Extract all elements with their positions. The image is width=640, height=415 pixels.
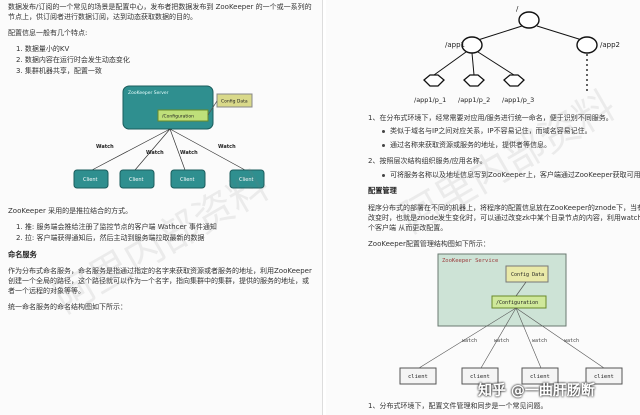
watch-label-2: watch: [494, 338, 509, 344]
config-data-label: Config Data: [221, 99, 248, 105]
config-management-diagram: ZooKeeper Service Config Data /Configura…: [399, 253, 623, 385]
naming-line-4: 统一命名服务的命名结构图如下所示：: [8, 303, 127, 311]
feature-2: 2. 数据内容在运行时会发生动态变化: [16, 56, 130, 64]
zk-service-label: ZooKeeper Service: [442, 258, 498, 264]
configuration-label: /Configuration: [496, 300, 538, 306]
root-node: [518, 11, 540, 29]
p2-label: /app1/p_2: [458, 96, 490, 104]
client-box-2: [119, 169, 155, 189]
config-line-4: ZooKeeper配置管理结构图如下所示：: [368, 240, 490, 248]
config-line-1: 程序分布式的部署在不同的机器上，将程序的配置信息放在ZooKeeper的znod…: [368, 204, 640, 212]
client-label-1: Client: [83, 177, 98, 183]
client-box-2: [461, 367, 499, 385]
right-page: / /app1 /app2 /app1/p_1 /app1/p_2 /app1/…: [326, 0, 640, 415]
zk-service-box: [437, 253, 567, 327]
client-box-4: [585, 367, 623, 385]
left-page: 数据发布/订阅的一个常见的场景是配置中心，发布者把数据发布到 ZooKeeper…: [8, 0, 323, 415]
feature-1: 1. 数据量小的KV: [16, 45, 70, 53]
bullet-icon: [382, 130, 385, 133]
namespace-tree-diagram: / /app1 /app2 /app1/p_1 /app1/p_2 /app1/…: [414, 5, 620, 104]
naming-line-3: 者一个远程的对象等等。: [8, 287, 85, 295]
item-2: 2、按照层次结构组织服务/应用名称。: [368, 157, 487, 165]
app1-node: [461, 36, 483, 54]
app2-label: /app2: [600, 41, 620, 49]
item-1: 1、在分布式环境下，经常需要对应用/服务进行统一命名，便于识别不同服务。: [368, 114, 613, 122]
naming-line-1: 作为分布式命名服务，命名服务是指通过指定的名字来获取资源或者服务的地址，利用Zo…: [8, 267, 312, 275]
app2-node: [576, 36, 598, 54]
config-data-box: [505, 265, 549, 283]
watch-label-1: watch: [462, 338, 477, 344]
client-box-3: [521, 367, 559, 385]
naming-line-2: 创建一个全局的路径，这个路径就可以作为一个名字，指向集群中的集群，提供的服务的地…: [8, 277, 309, 285]
p3-node: [503, 74, 525, 87]
zhihu-logo: 知乎 @一曲肝肠断: [478, 383, 595, 399]
configuration-node: [157, 109, 209, 122]
bullet-icon: [382, 144, 385, 147]
p3-label: /app1/p_3: [502, 96, 534, 104]
client-box-4: [229, 169, 265, 189]
client-box-3: [170, 169, 206, 189]
zookeeper-config-diagram: ZooKeeper Server /Configuration Config D…: [73, 85, 265, 189]
client-box-1: [399, 367, 437, 385]
watch-label-4: watch: [564, 338, 579, 344]
client-label-3: Client: [180, 177, 195, 183]
bullet-icon: [382, 174, 385, 177]
client-label-3: client: [530, 374, 550, 380]
config-line-3: 个客户端 从而更改配置。: [368, 224, 448, 232]
naming-title: 命名服务: [8, 250, 37, 259]
intro-line-2: 节点上，供订阅者进行数据订阅，达到动态获取数据的目的。: [8, 13, 197, 21]
bottom-line: 1、分布式环境下，配置文件管理和同步是一个常见问题。: [368, 402, 548, 410]
p1-node: [423, 74, 445, 87]
app1-label: /app1: [445, 41, 465, 49]
p1-label: /app1/p_1: [414, 96, 446, 104]
watch-label-3: watch: [532, 338, 547, 344]
features-title: 配置信息一般有几个特点:: [8, 29, 88, 37]
model-item-2: 2. 拉: 客户端获得通知后，然后主动到服务端拉取最新的数据: [16, 234, 205, 242]
client-label-4: Client: [239, 177, 254, 183]
watch-label-2: Watch: [146, 150, 164, 156]
config-title: 配置管理: [368, 186, 397, 195]
client-box-1: [73, 169, 109, 189]
bullet-2-1: 可将服务名称以及地址信息写到ZooKeeper上，客户端通过ZooKeeper获…: [390, 171, 640, 179]
watch-label-3: Watch: [180, 150, 198, 156]
feature-3: 3. 集群机器共享，配置一致: [16, 67, 102, 75]
config-data-label: Config Data: [511, 272, 544, 278]
watch-label-1: Watch: [96, 144, 114, 150]
watch-label-4: Watch: [218, 144, 236, 150]
config-line-2: 改变时，也就是znode发生变化时，可以通过改变zk中某个目录节点的内容，利用w…: [368, 214, 640, 222]
p2-node: [463, 74, 485, 87]
config-data-box: [216, 93, 253, 108]
client-label-2: Client: [129, 177, 144, 183]
root-label: /: [516, 5, 519, 13]
zk-server-label: ZooKeeper Server: [128, 90, 169, 96]
bullet-1-1: 类似于域名与IP之间对应关系，IP不容易记住，而域名容易记住。: [390, 127, 592, 135]
client-label-2: client: [470, 374, 490, 380]
bullet-1-2: 通过名称来获取资源或服务的地址，提供者等信息。: [390, 141, 551, 149]
intro-line-1: 数据发布/订阅的一个常见的场景是配置中心，发布者把数据发布到 ZooKeeper…: [8, 3, 312, 11]
client-label-1: client: [408, 374, 428, 380]
client-label-4: client: [594, 374, 614, 380]
configuration-node: [491, 295, 547, 309]
configuration-label: /Configuration: [162, 114, 194, 120]
model-item-1: 1. 推: 服务端会推给注册了监控节点的客户端 Wathcer 事件通知: [16, 223, 217, 231]
model-title: ZooKeeper 采用的是推拉结合的方式。: [8, 207, 133, 215]
